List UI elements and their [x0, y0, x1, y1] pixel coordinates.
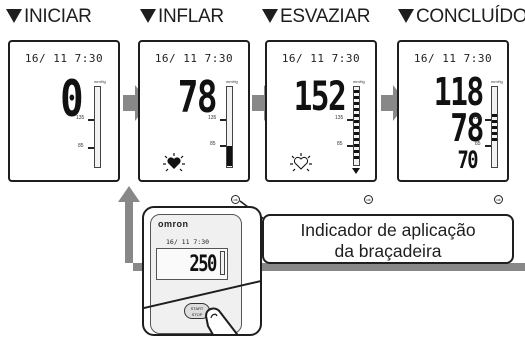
tick-low: [88, 147, 94, 149]
button-label-stop: STOP: [191, 312, 203, 317]
ok-symbol-icon: ok: [494, 195, 503, 204]
tick-label-high: 135: [208, 115, 217, 121]
heartbeat-icon: [290, 153, 312, 172]
tick-high: [220, 119, 226, 121]
bar-segment: [354, 90, 359, 93]
callout-line-1: Indicador de aplicação: [300, 220, 476, 240]
tick-high: [347, 119, 353, 121]
device-closeup: omron 16/ 11 7:30 250 START STOP: [142, 206, 262, 336]
tick-label-low: 85: [475, 141, 481, 147]
down-arrow-icon: [352, 168, 360, 174]
tick-label-high: 135: [473, 115, 482, 121]
device-brand: omron: [158, 219, 189, 229]
tick-low: [347, 145, 353, 147]
pulse-reading: 70: [457, 146, 479, 174]
tick-label-low: 85: [78, 143, 84, 149]
cuff-indicator-callout: Indicador de aplicação da braçadeira: [262, 214, 514, 264]
tick-label-low: 85: [337, 141, 343, 147]
down-triangle-icon: [262, 9, 278, 23]
display-panel-esvaziar: 16/ 11 7:30 152 mmHg 135 85: [265, 40, 377, 182]
pressure-reading: 78: [177, 72, 218, 123]
bar-segment: [492, 138, 497, 141]
bar-segment: [492, 120, 497, 123]
bar-segment: [492, 126, 497, 129]
step-header-esvaziar: ESVAZIAR: [262, 6, 370, 28]
unit-label: mmHg: [226, 79, 238, 84]
tick-label-low: 85: [210, 141, 216, 147]
step-title: INICIAR: [24, 6, 92, 27]
callout-line-2: da braçadeira: [334, 241, 442, 261]
tick-low: [485, 145, 491, 147]
pressing-finger-icon: [204, 307, 239, 334]
button-label-start: START: [190, 306, 204, 311]
bar-segment: [354, 138, 359, 141]
tick-low: [220, 145, 226, 147]
pressure-reading: 0: [60, 70, 83, 128]
bar-segment: [354, 150, 359, 153]
tick-high: [88, 119, 94, 121]
device-screen: [156, 248, 228, 280]
step-header-iniciar: INICIAR: [6, 6, 92, 28]
unit-label: mmHg: [491, 79, 503, 84]
bar-segment: [354, 126, 359, 129]
pressure-bar-fill: [227, 146, 232, 166]
date-time: 16/ 11 7:30: [281, 52, 361, 65]
device-date-time: 16/ 11 7:30: [166, 238, 210, 246]
display-panel-iniciar: 16/ 11 7:30 0 mmHg 135 85: [8, 40, 120, 182]
systolic-reading: 118: [434, 70, 484, 114]
bar-segment: [354, 108, 359, 111]
heartbeat-icon: [163, 153, 185, 172]
bar-segment: [354, 102, 359, 105]
unit-label: mmHg: [94, 79, 106, 84]
down-triangle-icon: [140, 9, 156, 23]
bar-segment: [354, 96, 359, 99]
bar-segment: [354, 144, 359, 147]
tick-label-high: 135: [76, 115, 85, 121]
pressure-bar: [226, 86, 233, 168]
bar-segment: [354, 156, 359, 159]
unit-label: mmHg: [353, 79, 365, 84]
tick-label-high: 135: [335, 115, 344, 121]
display-panel-inflar: 16/ 11 7:30 78 mmHg 135 85: [138, 40, 250, 182]
ok-symbol-icon: ok: [364, 195, 373, 204]
step-title: ESVAZIAR: [280, 6, 371, 27]
bar-segment: [354, 120, 359, 123]
pressure-reading: 152: [293, 74, 346, 120]
arrow-iniciar-inflar: [123, 85, 149, 121]
step-header-concluido: CONCLUÍDO: [398, 6, 525, 28]
arrow-esvaziar-concluido: [381, 85, 407, 121]
down-triangle-icon: [398, 9, 414, 23]
step-title: INFLAR: [158, 6, 224, 27]
step-title: CONCLUÍDO: [416, 6, 525, 27]
down-triangle-icon: [6, 9, 22, 23]
pressure-bar: [94, 86, 101, 168]
device-reading: 250: [189, 252, 218, 277]
device-pressure-bar: [220, 251, 225, 275]
tick-high: [485, 119, 491, 121]
ok-symbol-icon: ok: [231, 195, 240, 204]
step-header-inflar: INFLAR: [140, 6, 224, 28]
date-time: 16/ 11 7:30: [413, 52, 493, 65]
diastolic-reading: 78: [450, 106, 484, 150]
start-stop-button[interactable]: START STOP: [184, 303, 210, 319]
bar-segment: [492, 114, 497, 117]
bar-segment: [492, 132, 497, 135]
date-time: 16/ 11 7:30: [24, 52, 104, 65]
date-time: 16/ 11 7:30: [154, 52, 234, 65]
display-panel-concluido: 16/ 11 7:30 118 78 70 mmHg 135 85: [397, 40, 509, 182]
bar-segment: [354, 132, 359, 135]
bar-segment: [354, 114, 359, 117]
